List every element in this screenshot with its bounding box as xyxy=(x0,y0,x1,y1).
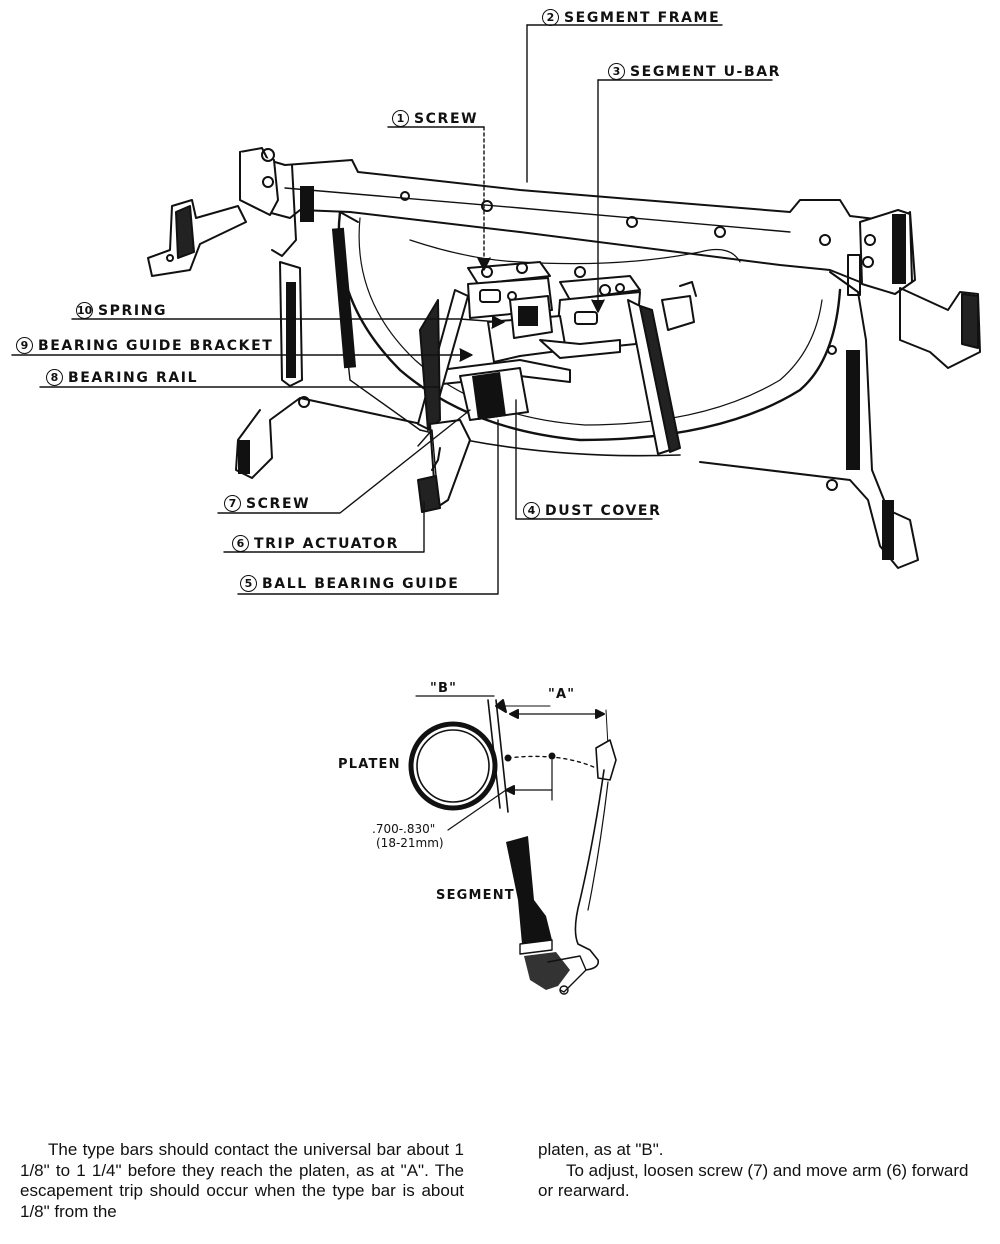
measurement-mm: (18-21mm) xyxy=(376,836,444,850)
instruction-paragraph: The type bars should contact the univers… xyxy=(20,1140,464,1221)
segment-frame xyxy=(147,147,981,569)
label-text: BEARING GUIDE BRACKET xyxy=(38,338,274,354)
label-number: 2 xyxy=(542,9,559,26)
label-dust-cover: 4 DUST COVER xyxy=(523,502,661,520)
label-text: DUST COVER xyxy=(545,503,662,519)
label-number: 5 xyxy=(240,575,257,592)
instruction-column-1: The type bars should contact the univers… xyxy=(20,1140,464,1222)
instruction-paragraph-continued: platen, as at "B". xyxy=(538,1140,664,1159)
label-screw-1: 1 SCREW xyxy=(392,110,478,128)
trip-actuator xyxy=(417,419,471,513)
label-trip-actuator: 6 TRIP ACTUATOR xyxy=(232,535,399,553)
label-ball-bearing-guide: 5 BALL BEARING GUIDE xyxy=(240,575,459,593)
label-text: BEARING RAIL xyxy=(68,370,199,386)
label-text: SCREW xyxy=(246,496,311,512)
label-number: 7 xyxy=(224,495,241,512)
label-text: SEGMENT FRAME xyxy=(564,10,721,26)
measurement-inches: .700-.830" xyxy=(372,822,436,836)
label-number: 6 xyxy=(232,535,249,552)
label-text: SCREW xyxy=(414,111,479,127)
dimension-a-label: "A" xyxy=(548,687,576,702)
instruction-column-2: platen, as at "B". To adjust, loosen scr… xyxy=(538,1140,984,1202)
platen-detail xyxy=(408,695,617,995)
platen-label: PLATEN xyxy=(338,757,401,772)
label-number: 4 xyxy=(523,502,540,519)
label-segment-frame: 2 SEGMENT FRAME xyxy=(542,9,720,27)
label-text: SPRING xyxy=(98,303,168,319)
label-text: TRIP ACTUATOR xyxy=(254,536,400,552)
label-bearing-rail: 8 BEARING RAIL xyxy=(46,369,198,387)
label-text: BALL BEARING GUIDE xyxy=(262,576,460,592)
label-number: 8 xyxy=(46,369,63,386)
leader-lines xyxy=(11,24,773,595)
instruction-paragraph-adjust: To adjust, loosen screw (7) and move arm… xyxy=(538,1160,969,1201)
dimension-b-label: "B" xyxy=(430,681,458,696)
label-screw-7: 7 SCREW xyxy=(224,495,310,513)
label-text: SEGMENT U-BAR xyxy=(630,64,782,80)
label-segment-u-bar: 3 SEGMENT U-BAR xyxy=(608,63,781,81)
label-number: 10 xyxy=(76,302,93,319)
segment-arc xyxy=(331,210,842,457)
label-bearing-guide-bracket: 9 BEARING GUIDE BRACKET xyxy=(16,337,273,355)
label-spring: 10 SPRING xyxy=(76,302,167,320)
bracket-assembly xyxy=(417,261,697,455)
label-number: 3 xyxy=(608,63,625,80)
label-number: 9 xyxy=(16,337,33,354)
label-number: 1 xyxy=(392,110,409,127)
segment-label: SEGMENT xyxy=(436,888,515,903)
